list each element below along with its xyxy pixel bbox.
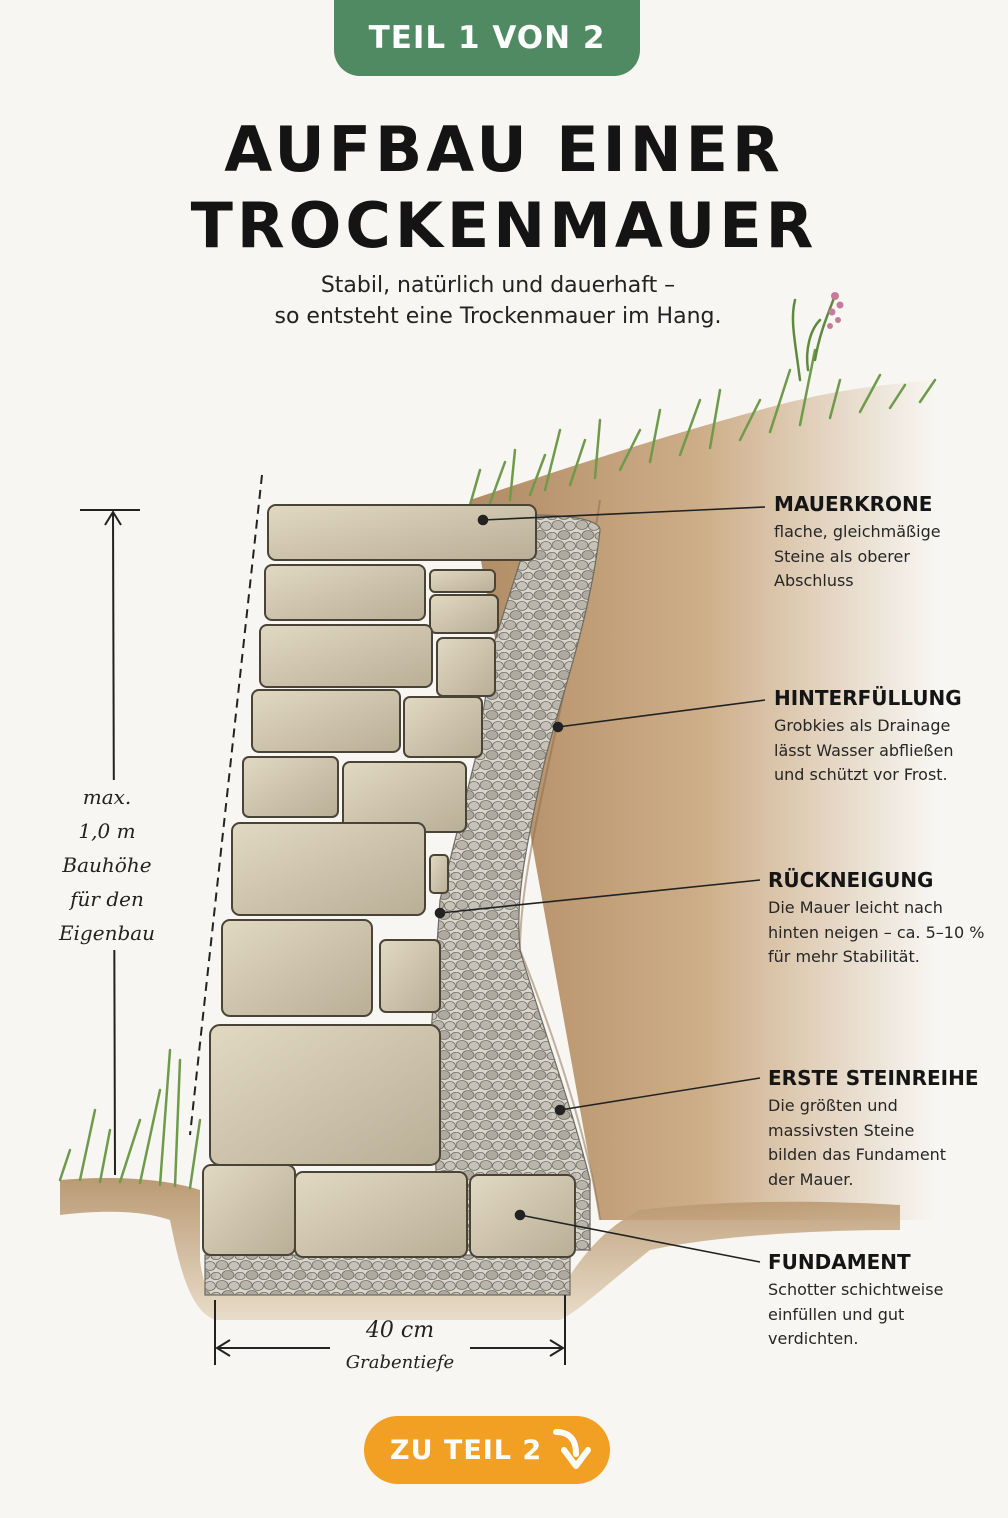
callout-line: verdichten. bbox=[768, 1329, 859, 1348]
callout-description: Die Mauer leicht nach hinten neigen – ca… bbox=[768, 896, 984, 970]
height-dimension-label: max. 1,0 m Bauhöhe für den Eigenbau bbox=[52, 780, 162, 950]
callout-description: Die größten und massivsten Steine bilden… bbox=[768, 1094, 979, 1192]
wall-stones bbox=[202, 504, 576, 1258]
gravel-backfill bbox=[429, 514, 601, 1251]
callout-fundament: FUNDAMENT Schotter schichtweise einfülle… bbox=[768, 1250, 943, 1352]
height-label-line: 1,0 m bbox=[78, 819, 136, 843]
height-label-line: max. bbox=[82, 785, 132, 809]
page-subtitle: Stabil, natürlich und dauerhaft – so ent… bbox=[0, 270, 996, 332]
callout-line: für mehr Stabilität. bbox=[768, 947, 920, 966]
callout-line: flache, gleichmäßige bbox=[774, 522, 941, 541]
width-dimension-line bbox=[214, 1295, 566, 1365]
callout-description: flache, gleichmäßige Steine als oberer A… bbox=[774, 520, 941, 594]
callout-rueckneigung: RÜCKNEIGUNG Die Mauer leicht nach hinten… bbox=[768, 868, 984, 970]
callout-line: und schützt vor Frost. bbox=[774, 765, 948, 784]
callout-line: der Mauer. bbox=[768, 1169, 854, 1189]
callout-hinterfuellung: HINTERFÜLLUNG Grobkies als Drainage läss… bbox=[774, 686, 962, 788]
grass bbox=[58, 293, 937, 1190]
subtitle-line-2: so entsteht eine Trockenmauer im Hang. bbox=[274, 304, 722, 329]
callout-heading: RÜCKNEIGUNG bbox=[768, 868, 934, 892]
callout-line: Schotter schichtweise bbox=[768, 1280, 944, 1299]
title-line-1: AUFBAU EINER bbox=[224, 113, 784, 186]
callout-description: Grobkies als Drainage lässt Wasser abfli… bbox=[774, 714, 962, 788]
callout-heading: FUNDAMENT bbox=[768, 1250, 911, 1274]
backward-lean-guide bbox=[189, 474, 263, 1136]
width-dimension-label: Grabentiefe bbox=[345, 1352, 455, 1373]
callout-line: bilden das Fundament bbox=[768, 1145, 947, 1164]
callout-line: Abschluss bbox=[774, 571, 854, 590]
callout-line: Grobkies als Drainage bbox=[774, 716, 951, 735]
next-part-button[interactable]: ZU TEIL 2 bbox=[364, 1416, 610, 1484]
subtitle-line-1: Stabil, natürlich und dauerhaft – bbox=[320, 273, 676, 298]
callout-heading: HINTERFÜLLUNG bbox=[774, 686, 962, 710]
callout-mauerkrone: MAUERKRONE flache, gleichmäßige Steine a… bbox=[774, 492, 941, 594]
callout-line: lässt Wasser abfließen bbox=[774, 740, 954, 760]
title-line-2: TROCKENMAUER bbox=[190, 189, 818, 262]
callout-line: Die Mauer leicht nach bbox=[768, 898, 943, 917]
width-dimension-value: 40 cm bbox=[365, 1318, 435, 1343]
flowers bbox=[827, 292, 844, 329]
part-badge-text: TEIL 1 VON 2 bbox=[368, 20, 606, 56]
callout-erste-steinreihe: ERSTE STEINREIHE Die größten und massivs… bbox=[768, 1066, 979, 1192]
height-label-line: Eigenbau bbox=[58, 921, 156, 945]
page-title: AUFBAU EINER TROCKENMAUER bbox=[0, 112, 1008, 264]
height-label-line: für den bbox=[70, 887, 144, 911]
callout-line: Die größten und bbox=[768, 1096, 898, 1115]
callout-line: Steine als oberer bbox=[774, 546, 910, 566]
callout-description: Schotter schichtweise einfüllen und gut … bbox=[768, 1278, 943, 1352]
leader-lines bbox=[434, 506, 766, 1263]
height-label-line: Bauhöhe bbox=[62, 853, 152, 877]
callout-line: massivsten Steine bbox=[768, 1120, 915, 1140]
next-part-button-label: ZU TEIL 2 bbox=[390, 1434, 543, 1466]
callout-heading: MAUERKRONE bbox=[774, 492, 933, 516]
foundation-gravel-bed bbox=[204, 1254, 571, 1296]
arrow-down-right-icon bbox=[550, 1426, 596, 1481]
callout-line: hinten neigen – ca. 5–10 % bbox=[768, 922, 985, 942]
trench bbox=[60, 1178, 900, 1320]
callout-line: einfüllen und gut bbox=[768, 1304, 905, 1324]
part-badge: TEIL 1 VON 2 bbox=[334, 0, 640, 76]
callout-heading: ERSTE STEINREIHE bbox=[768, 1066, 979, 1090]
